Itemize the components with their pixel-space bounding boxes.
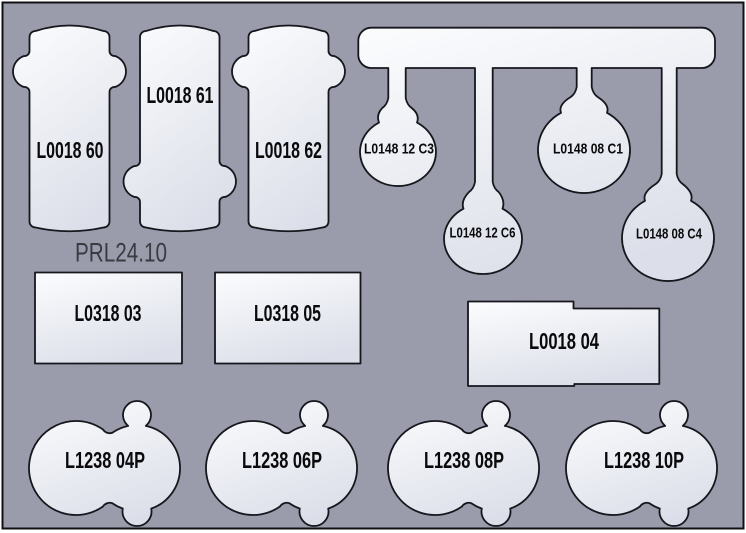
cutout-label-l1238-10p: L1238 10P bbox=[604, 447, 684, 473]
cutout-label-l0018-60: L0018 60 bbox=[37, 137, 104, 163]
cutout-l0018-62 bbox=[231, 24, 346, 233]
cutout-label-l1238-06p: L1238 06P bbox=[242, 447, 322, 473]
cutout-l1238-06p bbox=[205, 400, 358, 527]
cutout-rail-assembly bbox=[357, 26, 716, 282]
cutout-label-l1238-08p: L1238 08P bbox=[424, 447, 504, 473]
cutout-label-l0148-12-c6: L0148 12 C6 bbox=[450, 224, 516, 241]
cutout-l0018-04 bbox=[467, 300, 661, 387]
cutout-label-l0018-04: L0018 04 bbox=[529, 328, 599, 354]
cutout-l1238-08p bbox=[387, 400, 540, 527]
cutout-label-l0018-62: L0018 62 bbox=[255, 137, 322, 163]
cutout-label-l1238-04p: L1238 04P bbox=[65, 447, 145, 473]
cutout-l1238-10p bbox=[565, 400, 718, 527]
cutout-l0318-05 bbox=[214, 271, 362, 365]
cutout-l0318-03 bbox=[34, 271, 183, 365]
cutout-label-l0148-12-c3: L0148 12 C3 bbox=[364, 140, 434, 157]
cutout-label-l0148-08-c4: L0148 08 C4 bbox=[636, 225, 702, 242]
cutout-label-l0318-05: L0318 05 bbox=[254, 300, 321, 326]
cutout-l1238-04p bbox=[28, 400, 181, 527]
cutout-l0018-61 bbox=[122, 24, 237, 233]
cutout-label-l0018-61: L0018 61 bbox=[147, 82, 214, 108]
cutout-label-l0148-08-c1: L0148 08 C1 bbox=[553, 140, 623, 157]
cutout-label-l0318-03: L0318 03 bbox=[75, 300, 142, 326]
cutout-l0018-60 bbox=[12, 24, 127, 233]
tray-part-number-note: PRL24.10 bbox=[75, 237, 167, 267]
